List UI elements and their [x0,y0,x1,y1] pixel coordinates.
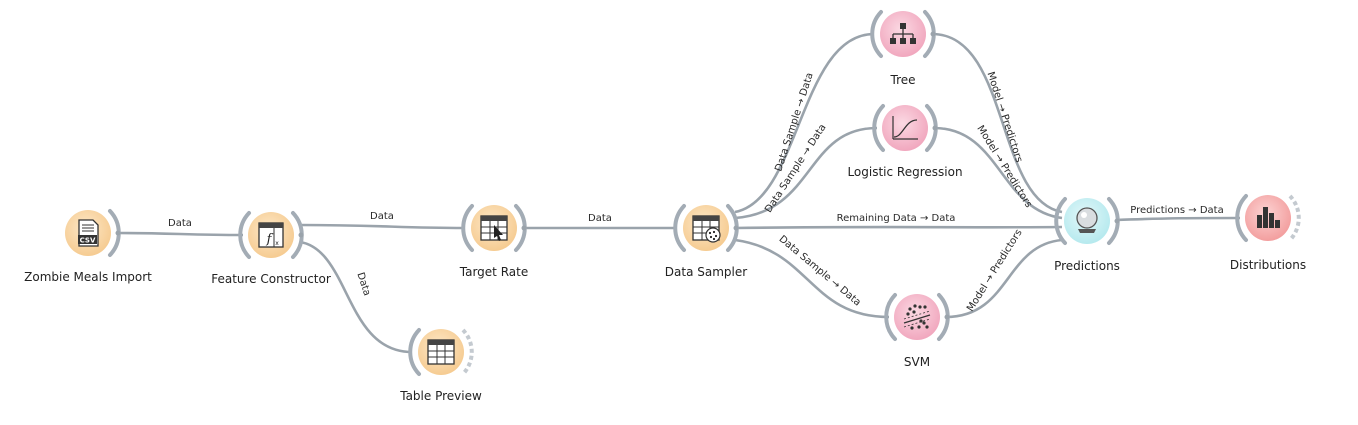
input-anchor-arc[interactable] [408,328,421,376]
input-anchor-arc[interactable] [870,10,883,58]
node-logistic-regression[interactable]: Logistic Regression [847,104,963,179]
node-svm[interactable]: SVM [884,293,950,369]
node-label: Data Sampler [665,265,747,279]
tree-icon [890,23,916,44]
formula-icon: f x [258,222,284,248]
link-label-fc-to-target: Data [370,211,394,222]
input-anchor-arc[interactable] [884,293,897,341]
link-predictions-to-distributions[interactable] [1115,216,1241,222]
input-anchor-arc[interactable] [673,204,686,252]
link-logreg-to-predictions[interactable] [933,126,1063,220]
node-label: SVM [904,355,930,369]
link-label-predictions-to-dist: Predictions → Data [1130,205,1224,216]
link-sampler-to-logreg[interactable] [734,126,878,220]
svg-text:f: f [266,232,274,247]
svm-icon [903,304,931,330]
link-label-fc-to-preview: Data [354,271,372,297]
svg-text:CSV: CSV [80,237,96,245]
crystal-ball-icon [1076,207,1098,233]
input-anchor-arc[interactable] [461,204,474,252]
link-import-to-feature-constructor[interactable] [117,231,244,237]
link-tree-to-predictions[interactable] [931,32,1063,214]
node-label: Target Rate [459,265,528,279]
output-anchor-arc [461,328,474,376]
node-table-preview[interactable]: Table Preview [399,328,482,403]
output-anchor-arc [1288,194,1301,242]
link-sampler-to-predictions[interactable] [734,225,1063,230]
node-data-sampler[interactable]: Data Sampler [665,204,747,279]
node-label: Distributions [1230,258,1306,272]
node-label: Feature Constructor [211,272,331,286]
bar-chart-icon [1257,207,1280,228]
link-fc-to-target-rate[interactable] [299,223,465,230]
link-label-sampler-to-predictions: Remaining Data → Data [837,213,956,224]
links-layer: Data Data Data Data Data Sample → Data D… [117,32,1241,354]
link-sampler-to-svm[interactable] [734,238,890,319]
sigmoid-icon [892,116,918,140]
node-label: Predictions [1054,259,1120,273]
node-predictions[interactable]: Predictions [1054,197,1120,273]
link-label-logreg-to-predictions: Model → Predictors [974,124,1033,210]
table-icon [427,339,455,365]
sampler-icon [692,215,721,243]
node-label: Zombie Meals Import [24,270,152,284]
node-label: Tree [889,73,915,87]
input-anchor-arc[interactable] [238,211,251,259]
link-label-svm-to-predictions: Model → Predictors [965,228,1024,314]
node-label: Table Preview [399,389,482,403]
link-sampler-to-tree[interactable] [734,32,875,214]
csv-file-icon: CSV [78,219,99,247]
node-feature-constructor[interactable]: f x Feature Constructor [211,211,331,286]
svg-text:x: x [275,240,279,247]
link-fc-to-table-preview[interactable] [299,240,413,354]
link-svm-to-predictions[interactable] [945,238,1063,319]
pointer-table-icon [480,215,508,241]
link-label-import-to-fc: Data [168,218,192,229]
node-target-rate[interactable]: Target Rate [459,204,528,279]
input-anchor-arc[interactable] [1054,197,1067,245]
node-circle [894,294,940,340]
node-distributions[interactable]: Distributions [1230,194,1306,272]
node-zombie-meals-import[interactable]: CSV Zombie Meals Import [24,209,152,284]
link-label-target-to-sampler: Data [588,213,612,224]
node-label: Logistic Regression [847,165,962,179]
input-anchor-arc[interactable] [872,104,885,152]
link-label-sampler-to-svm: Data Sample → Data [777,234,863,309]
node-tree[interactable]: Tree [870,10,936,87]
input-anchor-arc[interactable] [1235,194,1248,242]
